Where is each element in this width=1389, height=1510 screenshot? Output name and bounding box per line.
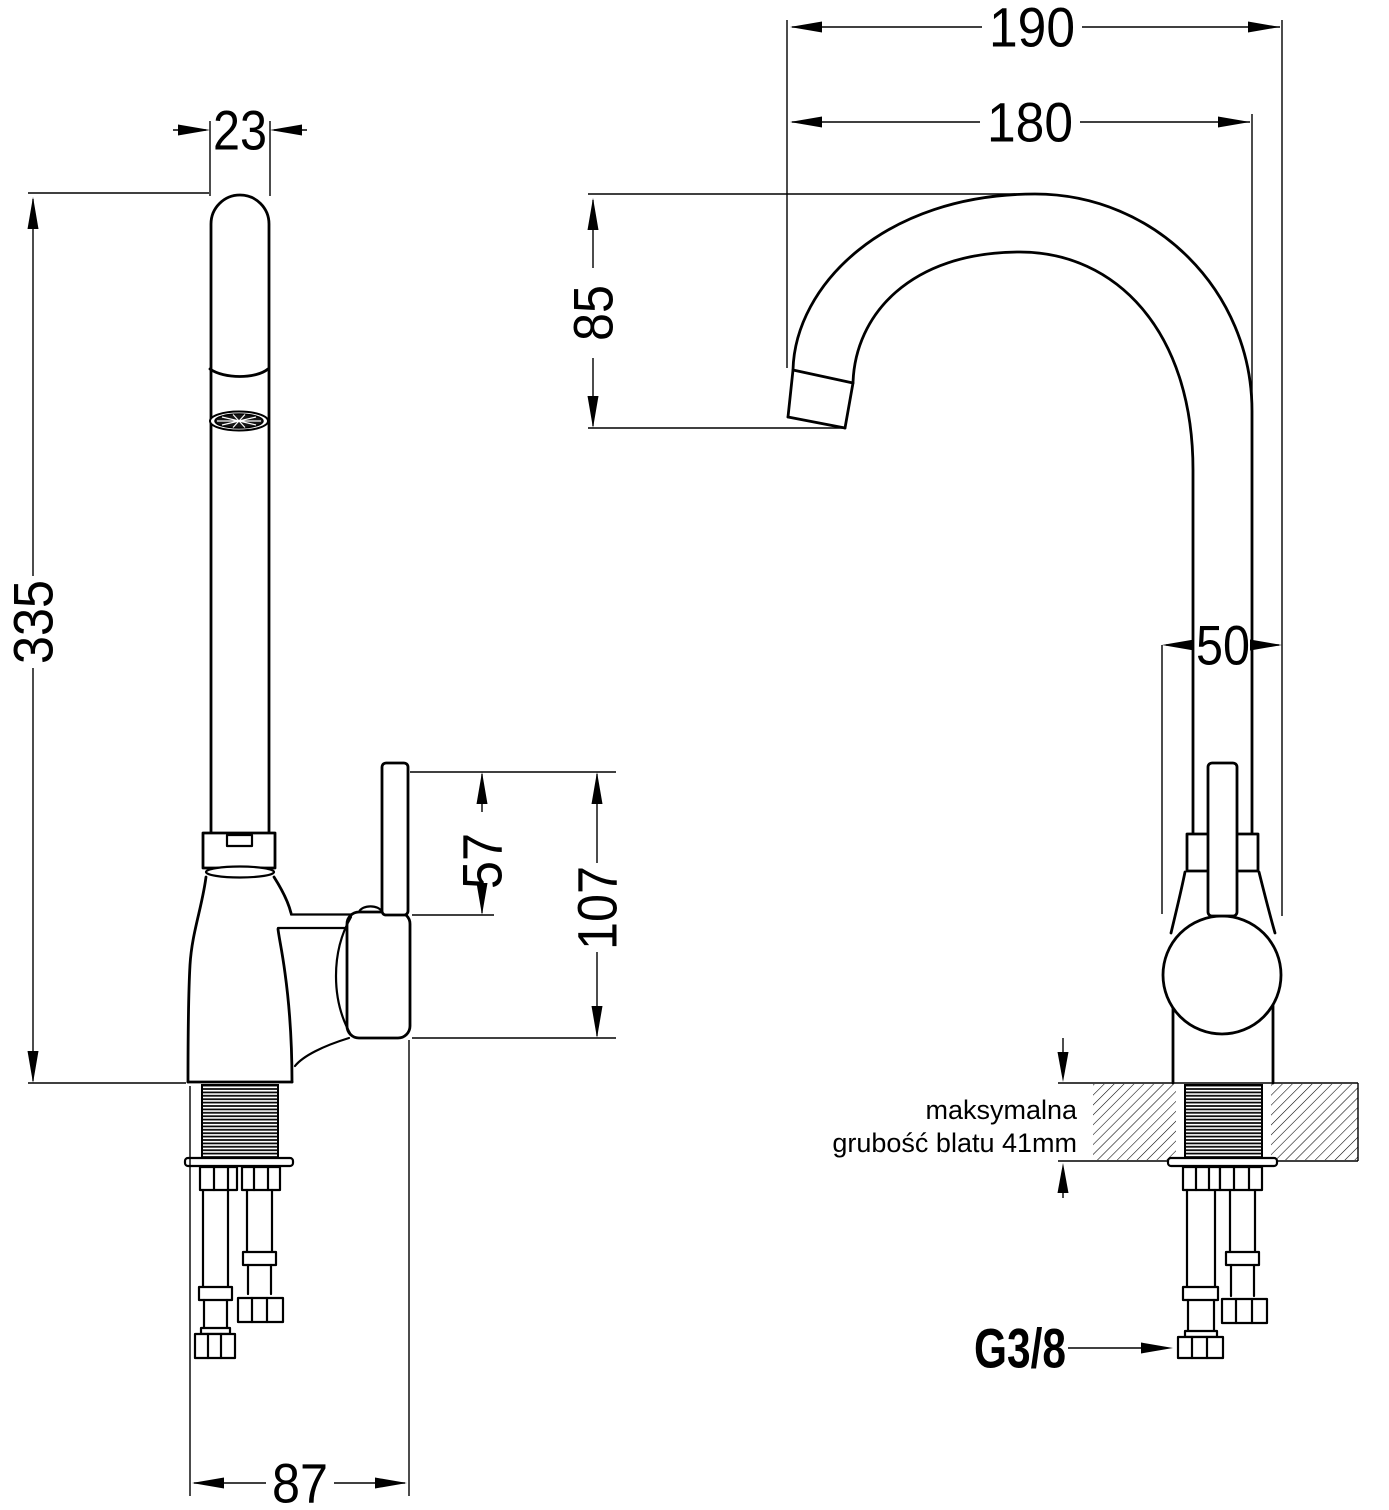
dim-lever-top-offset: 57 [410, 771, 616, 916]
dim-base-depth: 87 [189, 1040, 410, 1510]
dim-lever-total-height: 107 [412, 772, 629, 1039]
threaded-shank-front [1184, 1084, 1263, 1159]
dim-body-width: 50 [1161, 614, 1282, 914]
dim-label-335: 335 [2, 580, 65, 664]
spout-collar-side [201, 831, 277, 879]
side-view [183, 193, 412, 1360]
spout-tube-side [208, 193, 271, 835]
counter-thickness-note: maksymalna grubość blatu 41mm [832, 1095, 1078, 1158]
supply-hoses-front [1176, 1188, 1269, 1360]
dim-label-107: 107 [566, 866, 629, 950]
handle-lever-side [380, 761, 410, 917]
dim-label-23: 23 [213, 99, 267, 162]
dim-label-180: 180 [987, 91, 1073, 154]
dim-label-87: 87 [272, 1452, 328, 1510]
dim-label-50: 50 [1196, 614, 1250, 677]
dim-spout-drop: 85 [562, 193, 1015, 429]
hose-fittings-front [1181, 1165, 1264, 1192]
mixer-knob [1161, 914, 1283, 1036]
handle-housing-side [334, 905, 412, 1040]
counter-note-line2: grubość blatu 41mm [832, 1128, 1077, 1158]
dim-spout-reach: 180 [790, 91, 1253, 400]
mounting-flange-side [183, 1156, 295, 1168]
front-view [786, 192, 1359, 1360]
dim-label-85: 85 [562, 285, 625, 341]
handle-lever-front [1206, 761, 1239, 918]
mounting-flange-front [1166, 1156, 1279, 1168]
dim-spout-reach-total: 190 [786, 0, 1283, 916]
dim-label-190: 190 [989, 0, 1075, 59]
supply-hoses-side [193, 1188, 285, 1360]
aerator-face [209, 410, 269, 432]
hose-fittings-side [198, 1165, 282, 1192]
dim-spout-tube-width: 23 [173, 99, 307, 196]
counter-note-line1: maksymalna [925, 1095, 1078, 1125]
gooseneck-spout [786, 192, 1254, 835]
thread-size-label: G3/8 [974, 1317, 1066, 1380]
dim-label-57: 57 [451, 833, 514, 889]
counter-thickness-arrows [1057, 1038, 1069, 1198]
thread-size-callout: G3/8 [974, 1317, 1173, 1380]
dim-total-height: 335 [2, 192, 209, 1084]
faucet-body-side [186, 875, 354, 1084]
threaded-shank-side [201, 1084, 279, 1159]
